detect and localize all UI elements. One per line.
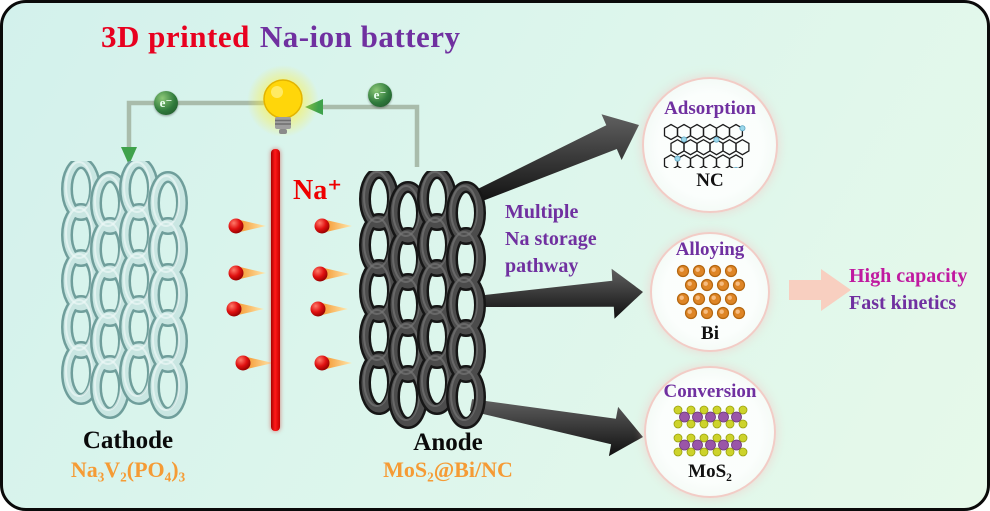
- title-part-red: 3D printed: [101, 19, 250, 54]
- circuit-wires: [126, 100, 420, 167]
- pathway-line-2: Na storage: [505, 228, 597, 250]
- outcome-line-2: Fast kinetics: [849, 292, 957, 314]
- cathode-formula: Na₃V₂(PO₄)₃: [70, 457, 186, 482]
- anode-lattice: [359, 171, 486, 429]
- pathway-line-3: pathway: [505, 255, 579, 277]
- nc-lattice-graphic: [663, 123, 750, 168]
- pathway-arrows: [468, 114, 643, 457]
- conversion-title: Conversion: [663, 381, 757, 402]
- adsorption-title: Adsorption: [664, 98, 756, 119]
- separator-bar: [271, 149, 280, 431]
- adsorption-material: NC: [696, 170, 724, 191]
- result-arrow: [789, 269, 851, 311]
- cathode-lattice: [61, 161, 188, 419]
- cathode-label: Cathode: [82, 427, 174, 454]
- conversion-material: MoS₂: [688, 461, 732, 482]
- electron-badge-right: e⁻: [368, 83, 392, 107]
- mos2-layers-graphic: [673, 405, 748, 457]
- bi-atoms-graphic: [676, 264, 746, 320]
- mechanism-circle-alloying: Alloying Bi: [650, 232, 770, 352]
- outcome-line-1: High capacity: [849, 265, 968, 287]
- electron-arrowhead-left: [121, 147, 137, 165]
- na-ion-label: Na⁺: [293, 175, 342, 206]
- title-part-purple: Na-ion battery: [259, 19, 461, 54]
- electron-badge-left: e⁻: [154, 91, 178, 115]
- alloying-material: Bi: [701, 323, 719, 344]
- pathway-label: Multiple Na storage pathway: [505, 199, 597, 280]
- page-title: 3D printed Na-ion battery: [101, 19, 461, 55]
- anode-formula: MoS₂@Bi/NC: [383, 457, 513, 482]
- mechanism-circle-conversion: Conversion MoS₂: [644, 366, 776, 498]
- light-bulb-icon: [247, 65, 319, 137]
- sodium-ion-flux: [226, 218, 352, 371]
- alloying-title: Alloying: [675, 239, 745, 260]
- pathway-line-1: Multiple: [505, 201, 579, 223]
- mechanism-circle-adsorption: Adsorption NC: [642, 77, 778, 213]
- anode-label: Anode: [413, 429, 483, 456]
- outcome-text: High capacity Fast kinetics: [849, 263, 967, 317]
- connector-graphics-layer: [121, 99, 851, 457]
